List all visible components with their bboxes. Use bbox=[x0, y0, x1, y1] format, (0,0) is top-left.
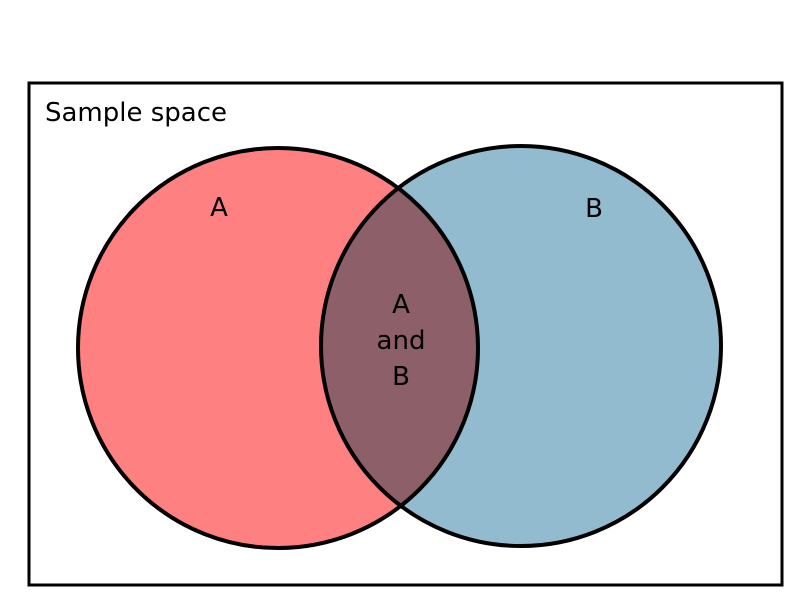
intersection-region bbox=[321, 148, 478, 546]
intersection-label-line-2: and bbox=[377, 326, 426, 356]
set-b-label: B bbox=[585, 194, 603, 224]
set-a-outline bbox=[76, 146, 480, 550]
set-b-outline bbox=[319, 144, 723, 548]
intersection-label-line-3: B bbox=[392, 362, 410, 392]
intersection-label-line-1: A bbox=[392, 290, 410, 320]
sample-space-label: Sample space bbox=[45, 98, 227, 128]
set-a-label: A bbox=[210, 193, 228, 223]
